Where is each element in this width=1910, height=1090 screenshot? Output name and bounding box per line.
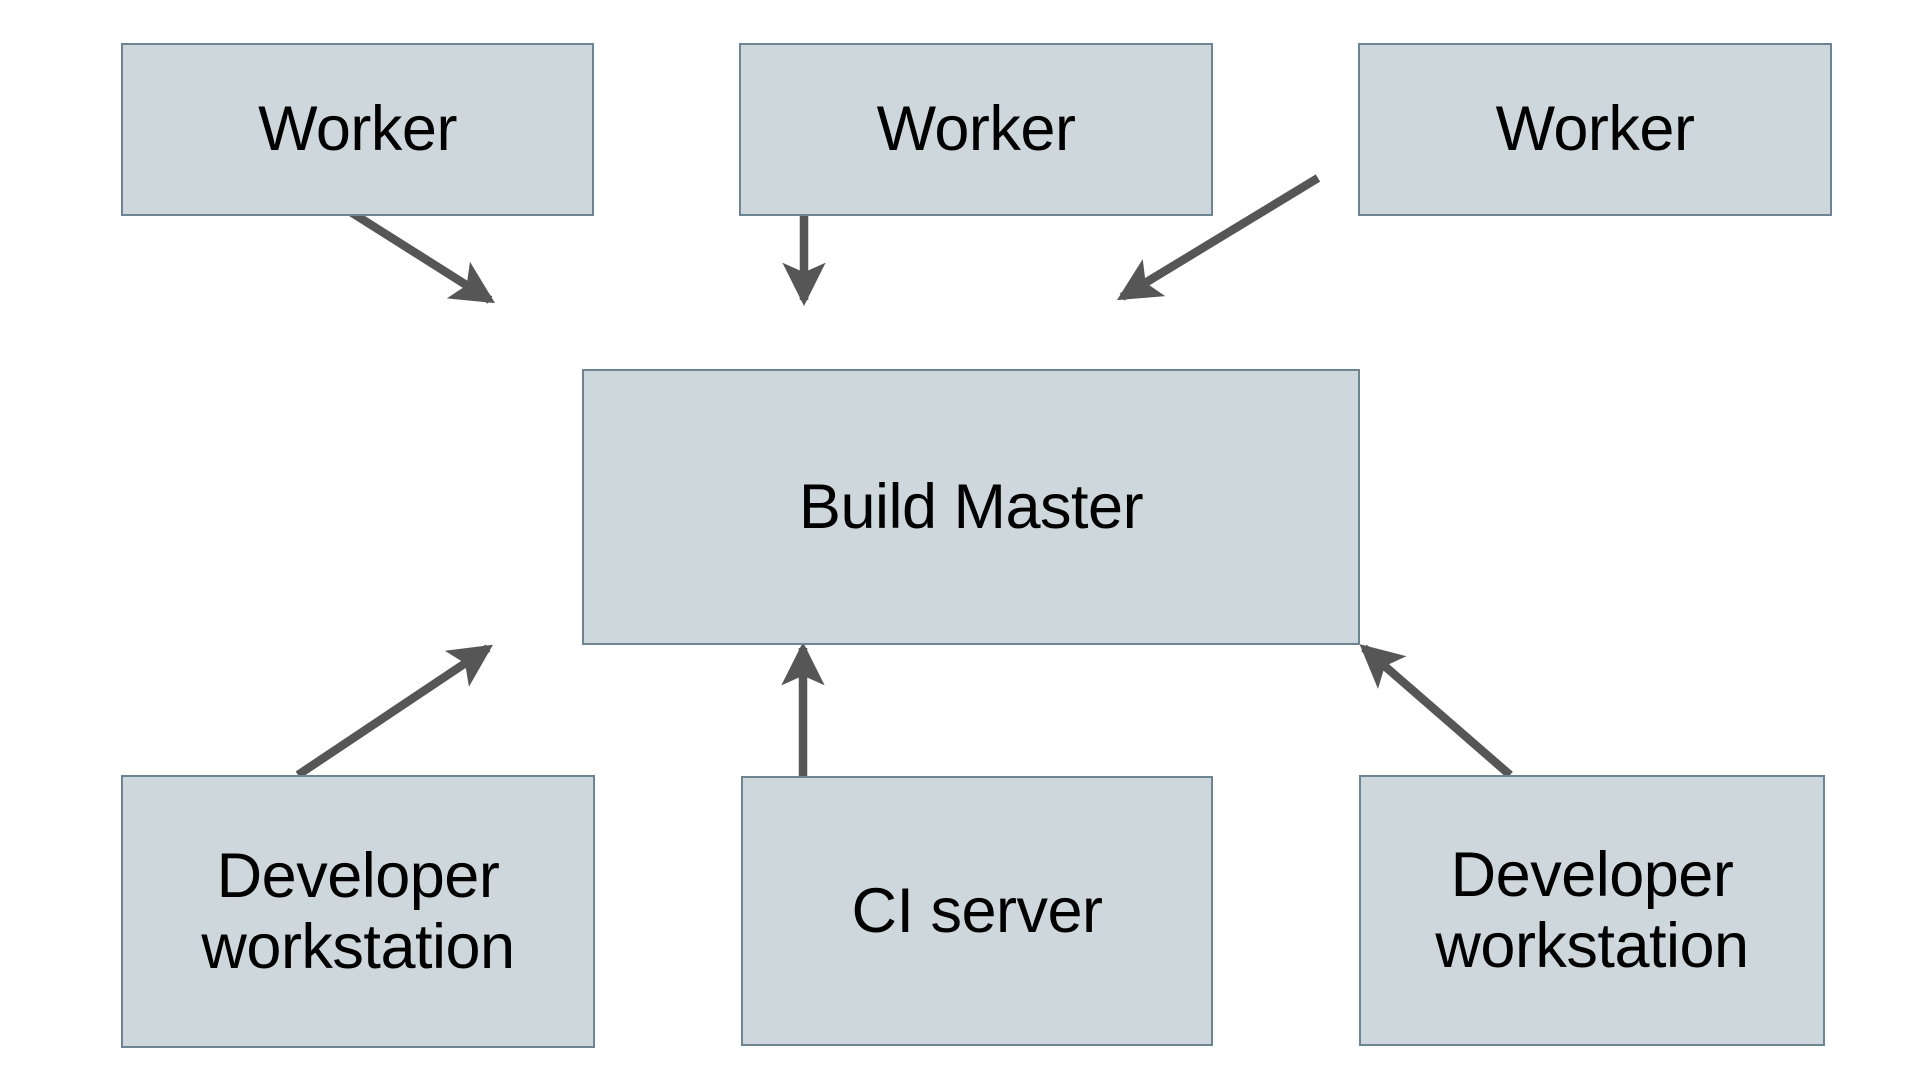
node-worker-2[interactable]: Worker <box>739 43 1213 216</box>
edge-developer-workstation-right-to-build-master <box>1359 644 1513 779</box>
node-ci-server[interactable]: CI server <box>741 776 1213 1046</box>
node-build-master[interactable]: Build Master <box>582 369 1360 645</box>
node-developer-workstation-left[interactable]: Developer workstation <box>121 775 595 1048</box>
node-label: CI server <box>851 875 1103 946</box>
node-label: Worker <box>876 94 1076 165</box>
edge-developer-workstation-left-to-build-master <box>295 644 493 779</box>
node-label: Build Master <box>798 471 1144 542</box>
node-developer-workstation-right[interactable]: Developer workstation <box>1359 775 1825 1046</box>
node-label: Worker <box>258 94 457 165</box>
node-worker-3[interactable]: Worker <box>1358 43 1832 216</box>
node-label: Developer workstation <box>1435 839 1749 981</box>
node-label: Developer workstation <box>201 840 515 982</box>
node-label: Worker <box>1495 94 1695 165</box>
node-worker-1[interactable]: Worker <box>121 43 594 216</box>
